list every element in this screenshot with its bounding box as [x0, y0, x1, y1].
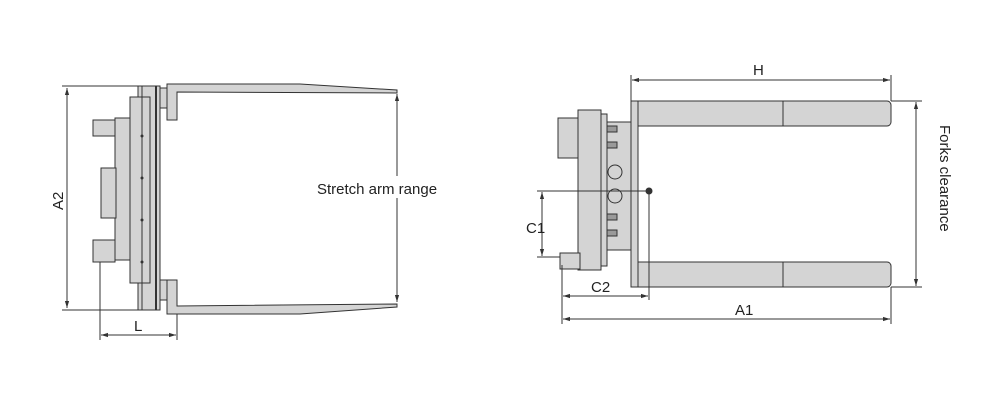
dimension-forks-clearance: Forks clearance — [891, 100, 953, 288]
label-h: H — [753, 62, 764, 79]
dimension-l: L — [99, 262, 178, 340]
label-a1: A1 — [735, 302, 753, 319]
top-view: H Forks clearance C1 C2 A1 — [526, 62, 953, 324]
dimension-c2: C2 — [561, 194, 650, 324]
top-fork-lower — [637, 261, 892, 288]
label-stretch-arm-range: Stretch arm range — [317, 181, 437, 198]
label-c1: C1 — [526, 220, 545, 237]
dimension-a1: A1 — [563, 287, 892, 324]
dimension-stretch-arm-range: Stretch arm range — [317, 94, 437, 302]
load-center-point — [645, 187, 653, 195]
dimension-h: H — [630, 62, 892, 101]
top-fork-upper — [630, 100, 892, 288]
label-c2: C2 — [591, 279, 610, 296]
top-carriage — [557, 109, 632, 271]
side-carriage — [92, 85, 168, 311]
dimension-c1: C1 — [526, 190, 646, 258]
side-top-arm — [166, 83, 398, 121]
label-a2: A2 — [50, 192, 67, 210]
side-view: A2 L Stretch arm range — [50, 83, 437, 340]
label-forks-clearance: Forks clearance — [936, 125, 953, 232]
side-bottom-arm — [166, 279, 398, 315]
label-l: L — [134, 318, 142, 335]
